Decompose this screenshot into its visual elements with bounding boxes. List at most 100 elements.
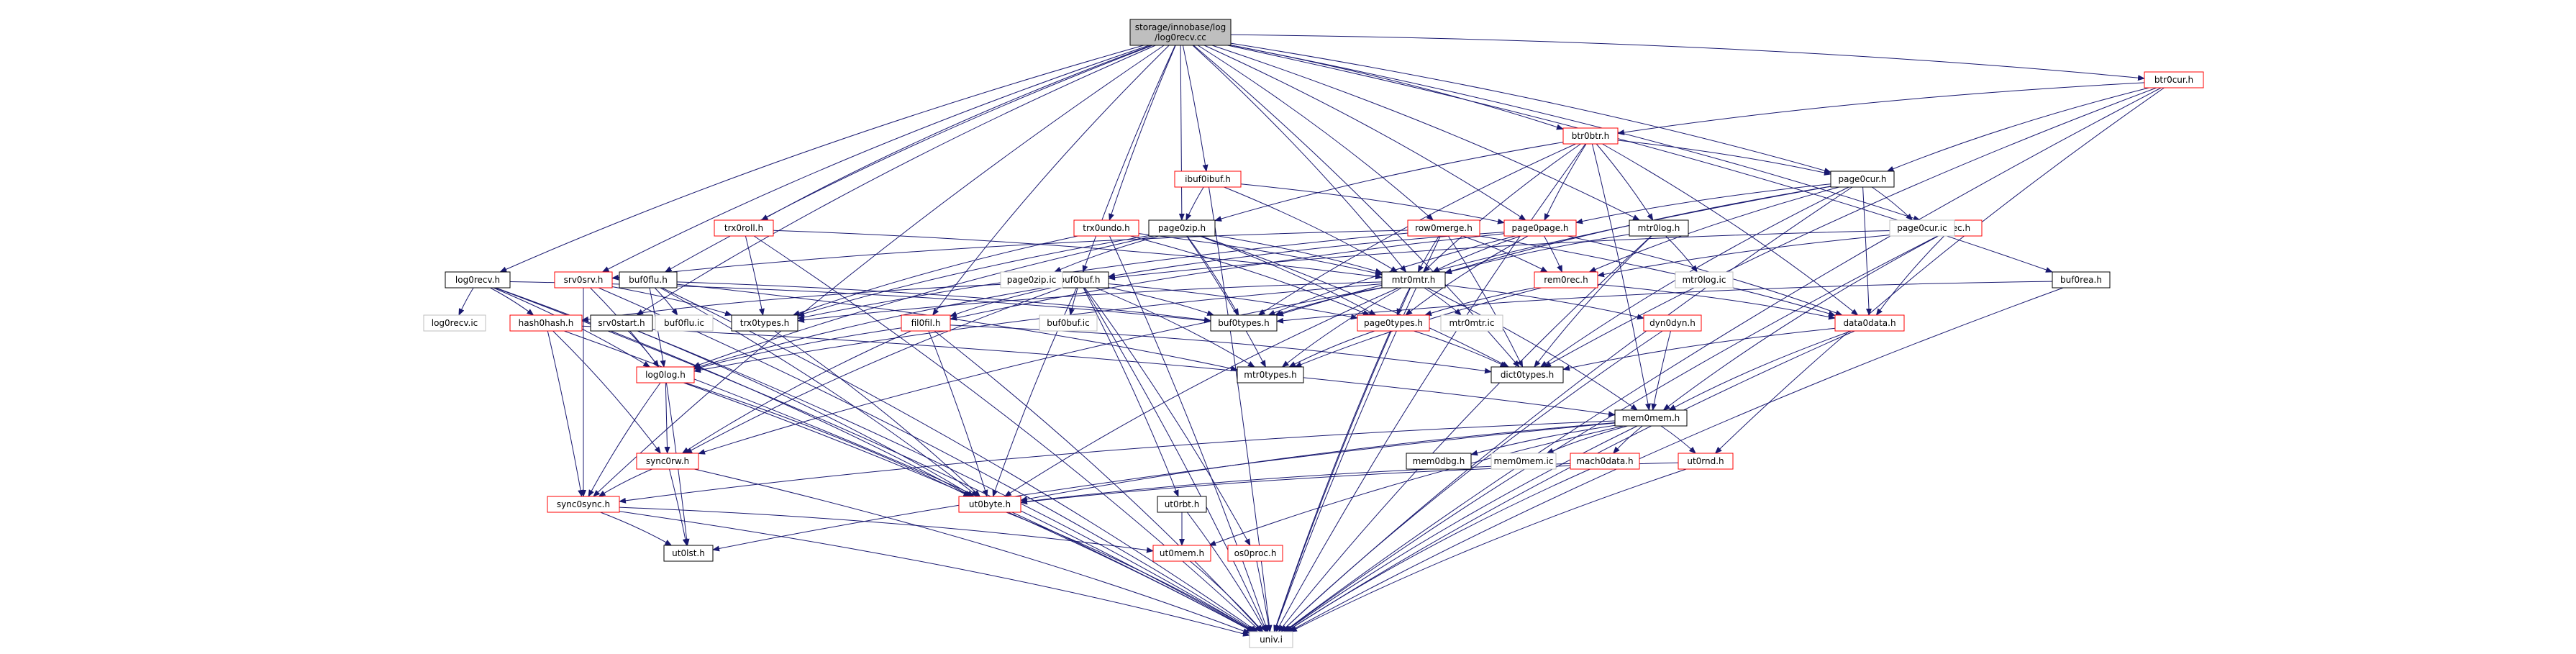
node-btr0cur[interactable]: btr0cur.h: [2144, 71, 2204, 88]
edge-ibuf0ibuf-to-page0zip: [1185, 186, 1204, 221]
node-mtr0mtr[interactable]: mtr0mtr.h: [1381, 271, 1446, 289]
node-log0recv-cc[interactable]: storage/innobase/log/log0recv.cc: [1129, 19, 1232, 46]
edge-buf0buf-to-os0proc: [1084, 287, 1251, 546]
edge-buf0buf-to-ut0byte: [992, 287, 1078, 497]
node-fil0fil[interactable]: fil0fil.h: [901, 314, 951, 332]
node-hash0hash[interactable]: hash0hash.h: [509, 314, 583, 332]
edge-row0merge-to-dict0types: [1447, 235, 1524, 368]
edge-log0recv_cc-to-srv0start: [636, 45, 1156, 316]
node-dyn0dyn[interactable]: dyn0dyn.h: [1643, 314, 1702, 332]
node-ut0lst[interactable]: ut0lst.h: [663, 545, 714, 562]
node-mtr0log[interactable]: mtr0log.h: [1629, 219, 1689, 237]
edge-log0recv_h-to-log0recv_ic: [458, 287, 474, 316]
node-label-page0zip-ic: page0zip.ic: [1007, 275, 1057, 285]
node-label-data0data: data0data.h: [1843, 318, 1895, 328]
node-trx0types[interactable]: trx0types.h: [731, 314, 798, 332]
node-label-mem0mem-ic: mem0mem.ic: [1494, 456, 1554, 466]
edge-log0recv_h-to-univ: [495, 287, 1255, 632]
edge-mem0mem-to-mach0data: [1613, 425, 1643, 454]
node-page0types[interactable]: page0types.h: [1357, 314, 1430, 332]
edge-buf0buf-to-ut0rbt: [1083, 287, 1179, 497]
edge-mtr0mtr-to-buf0types: [1274, 287, 1383, 316]
edge-mtr0log-to-univ: [1278, 235, 1652, 632]
edge-log0recv_cc-to-trx0undo: [1109, 45, 1176, 221]
edge-log0log-to-sync0sync: [588, 382, 661, 497]
node-ut0mem[interactable]: ut0mem.h: [1152, 545, 1211, 562]
node-ut0rbt[interactable]: ut0rbt.h: [1157, 496, 1207, 513]
node-mem0dbg[interactable]: mem0dbg.h: [1406, 453, 1472, 470]
edge-mem0mem-to-ut0mem: [1209, 425, 1624, 546]
edge-btr0btr-to-page0zip: [1214, 142, 1564, 222]
node-log0log[interactable]: log0log.h: [636, 366, 695, 383]
node-sync0rw[interactable]: sync0rw.h: [636, 453, 699, 470]
node-box-ibuf0ibuf: [1174, 171, 1242, 188]
node-label-mtr0mtr: mtr0mtr.h: [1392, 275, 1436, 285]
node-box-page0page: [1503, 219, 1577, 237]
edge-log0recv_cc-to-ibuf0ibuf: [1182, 45, 1209, 172]
node-box-buf0buf-ic: [1039, 314, 1098, 332]
node-mach0data[interactable]: mach0data.h: [1570, 453, 1640, 470]
edge-log0recv_cc-to-fil0fil: [932, 45, 1170, 316]
node-page0page[interactable]: page0page.h: [1503, 219, 1577, 237]
node-ut0byte[interactable]: ut0byte.h: [958, 496, 1021, 513]
edge-trx0roll-to-mtr0mtr: [773, 230, 1383, 280]
node-trx0roll[interactable]: trx0roll.h: [714, 219, 774, 237]
node-label-dyn0dyn: dyn0dyn.h: [1649, 318, 1696, 328]
edge-buf0flu-to-buf0types: [676, 281, 1211, 323]
node-sync0sync[interactable]: sync0sync.h: [547, 496, 620, 513]
node-label-ut0lst: ut0lst.h: [672, 548, 705, 558]
node-label-mem0dbg: mem0dbg.h: [1413, 456, 1465, 466]
node-page0cur[interactable]: page0cur.h: [1830, 171, 1895, 188]
node-buf0types[interactable]: buf0types.h: [1210, 314, 1278, 332]
node-label-buf0rea: buf0rea.h: [2060, 275, 2102, 285]
node-page0zip[interactable]: page0zip.h: [1148, 219, 1216, 237]
node-label-ut0mem: ut0mem.h: [1160, 548, 1204, 558]
edge-btr0cur-to-dict0types: [1544, 87, 2157, 368]
node-row0merge[interactable]: row0merge.h: [1407, 219, 1480, 237]
node-buf0rea[interactable]: buf0rea.h: [2052, 271, 2111, 289]
node-box-trx0undo: [1073, 219, 1139, 237]
node-mtr0types[interactable]: mtr0types.h: [1237, 366, 1304, 383]
edge-log0log-to-ut0byte: [685, 382, 971, 497]
edge-page0cur-to-page0cur_ic: [1872, 186, 1913, 221]
edge-rem0rec-to-data0data: [1597, 283, 1836, 320]
edge-fil0fil-to-sync0rw: [681, 330, 911, 454]
node-srv0srv[interactable]: srv0srv.h: [554, 271, 613, 289]
node-srv0start[interactable]: srv0start.h: [590, 314, 653, 332]
node-buf0flu[interactable]: buf0flu.h: [619, 271, 678, 289]
node-mtr0mtr-ic: mtr0mtr.ic: [1440, 314, 1503, 332]
node-label-log0recv-cc: storage/innobase/log: [1135, 22, 1226, 32]
edge-buf0rea-to-buf0types: [1276, 281, 2053, 324]
edge-ibuf0ibuf-to-page0page: [1240, 183, 1505, 224]
node-box-page0zip-ic: [1000, 271, 1063, 289]
node-box-mtr0log: [1629, 219, 1689, 237]
edge-buf0buf-to-page0types: [1108, 283, 1358, 320]
edge-log0recv_cc-to-log0recv_h: [499, 45, 1144, 273]
edge-log0recv_cc-to-mtr0log: [1211, 45, 1640, 221]
node-ibuf0ibuf[interactable]: ibuf0ibuf.h: [1174, 171, 1242, 188]
edge-btr0btr-to-mtr0mtr: [1422, 143, 1581, 273]
node-mem0mem[interactable]: mem0mem.h: [1614, 409, 1688, 427]
node-dict0types[interactable]: dict0types.h: [1490, 366, 1564, 383]
node-box-mem0mem-ic: [1490, 453, 1557, 470]
edge-srv0start-to-ut0byte: [637, 330, 975, 497]
edge-buf0buf-to-fil0fil: [950, 287, 1052, 317]
edge-log0recv_cc-to-row0merge: [1197, 45, 1434, 221]
edge-mtr0mtr-to-mtr0mtr_ic: [1424, 287, 1462, 316]
node-label-srv0srv: srv0srv.h: [564, 275, 604, 285]
node-label-mach0data: mach0data.h: [1576, 456, 1633, 466]
node-label-page0cur: page0cur.h: [1838, 174, 1886, 184]
node-data0data[interactable]: data0data.h: [1834, 314, 1905, 332]
node-trx0undo[interactable]: trx0undo.h: [1073, 219, 1139, 237]
edge-trx0undo-to-page0types: [1130, 235, 1370, 316]
node-log0recv-h[interactable]: log0recv.h: [445, 271, 511, 289]
node-box-ut0rbt: [1157, 496, 1207, 513]
node-label-hash0hash: hash0hash.h: [519, 318, 574, 328]
node-rem0rec[interactable]: rem0rec.h: [1534, 271, 1598, 289]
edge-btr0btr-to-page0cur: [1617, 140, 1831, 176]
node-buf0buf[interactable]: buf0buf.h: [1050, 271, 1109, 289]
node-os0proc[interactable]: os0proc.h: [1227, 545, 1283, 562]
node-btr0btr[interactable]: btr0btr.h: [1562, 127, 1619, 145]
node-ut0rnd[interactable]: ut0rnd.h: [1678, 453, 1734, 470]
